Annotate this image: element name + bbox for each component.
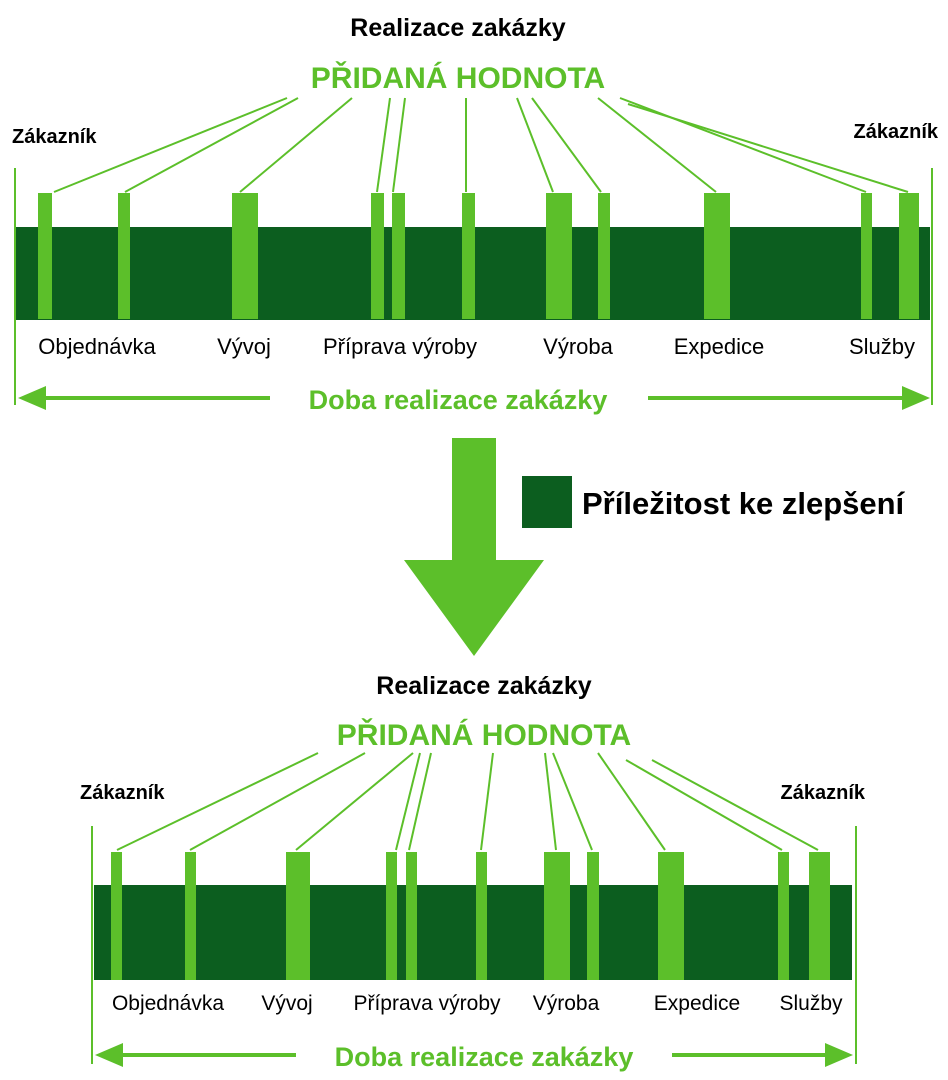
value-added-connectors [116,752,819,851]
panel-after-duration-label: Doba realizace zakázky [335,1042,634,1072]
stage-label: Vývoj [217,334,271,359]
value-added-bar [111,852,122,980]
value-added-bar [861,193,872,319]
value-added-bar [118,193,130,319]
value-added-connectors [53,97,909,193]
value-added-bar [704,193,730,319]
legend: Příležitost ke zlepšení [522,476,906,528]
value-added-bar [38,193,52,319]
down-arrow-icon [404,438,544,656]
stage-label: Příprava výroby [353,992,501,1015]
stage-labels: Objednávka Vývoj Příprava výroby Výroba … [112,992,843,1015]
value-added-bar [598,193,610,319]
stage-label: Služby [849,334,915,359]
stage-label: Vývoj [261,992,312,1015]
duration-arrow [95,1043,853,1067]
value-added-bar [658,852,684,980]
stage-label: Výroba [533,992,600,1015]
stage-labels: Objednávka Vývoj Příprava výroby Výroba … [38,334,915,359]
panel-after-customer-left: Zákazník [80,782,165,804]
panel-before-customer-left: Zákazník [12,126,97,148]
panel-before-value-added: PŘIDANÁ HODNOTA [311,61,605,95]
panel-after-value-added: PŘIDANÁ HODNOTA [337,718,631,752]
value-added-bar [392,193,405,319]
value-added-bar [546,193,572,319]
arrow-right-icon [825,1043,853,1067]
value-added-bars [111,852,830,980]
panel-before-duration-label: Doba realizace zakázky [309,385,608,415]
panel-before: Realizace zakázky PŘIDANÁ HODNOTA Zákazn… [12,14,939,415]
stage-label: Expedice [674,334,765,359]
value-added-bar [544,852,570,980]
stage-label: Služby [779,992,843,1015]
legend-label: Příležitost ke zlepšení [582,486,906,521]
arrow-left-icon [95,1043,123,1067]
duration-arrow [18,386,930,410]
panel-after: Realizace zakázky PŘIDANÁ HODNOTA Zákazn… [80,672,866,1072]
value-added-bar [778,852,789,980]
panel-before-title: Realizace zakázky [350,14,566,42]
value-added-bar [587,852,599,980]
arrow-left-icon [18,386,46,410]
value-added-bar [809,852,830,980]
process-band [94,885,852,980]
panel-after-customer-right: Zákazník [781,782,866,804]
legend-swatch [522,476,572,528]
value-added-bar [371,193,384,319]
value-added-bar [462,193,475,319]
value-added-bars [38,193,919,319]
value-added-bar [899,193,919,319]
value-added-bar [406,852,417,980]
panel-after-title: Realizace zakázky [376,672,592,700]
stage-label: Expedice [654,992,740,1015]
value-added-bar [232,193,258,319]
value-added-bar [386,852,397,980]
stage-label: Objednávka [38,334,156,359]
panel-before-customer-right: Zákazník [854,121,939,143]
value-added-bar [476,852,487,980]
value-added-bar [185,852,196,980]
arrow-right-icon [902,386,930,410]
stage-label: Výroba [543,334,613,359]
value-added-bar [286,852,310,980]
stage-label: Příprava výroby [323,334,477,359]
stage-label: Objednávka [112,992,224,1015]
